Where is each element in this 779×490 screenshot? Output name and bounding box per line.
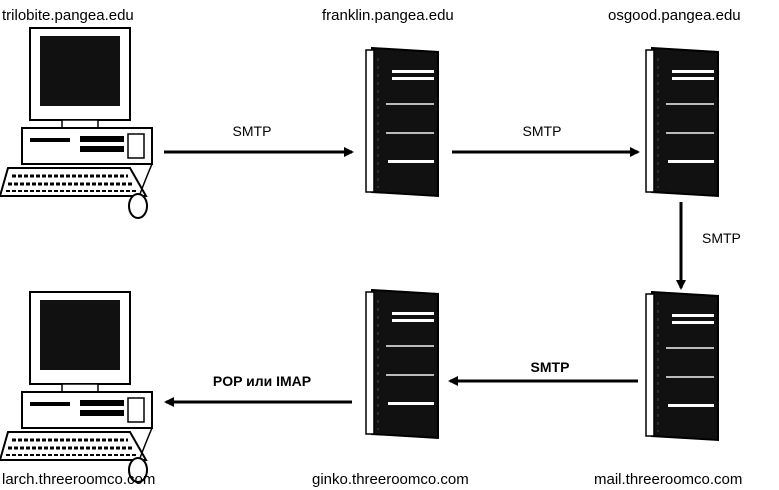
edge-ginko-to-larch: POP или IMAP — [164, 373, 352, 407]
node-trilobite: trilobite.pangea.edu — [0, 7, 154, 220]
edge-label-smtp-3: SMTP — [702, 230, 741, 246]
node-osgood: osgood.pangea.edu — [608, 7, 741, 197]
node-label-ginko: ginko.threeroomco.com — [312, 471, 469, 488]
tower-server-icon — [645, 291, 719, 441]
node-label-trilobite: trilobite.pangea.edu — [2, 7, 134, 24]
node-ginko: ginko.threeroomco.com — [312, 289, 469, 488]
node-label-larch: larch.threeroomco.com — [2, 471, 155, 488]
node-label-osgood: osgood.pangea.edu — [608, 7, 741, 24]
node-label-franklin: franklin.pangea.edu — [322, 7, 454, 24]
edge-label-smtp-4: SMTP — [531, 359, 570, 375]
node-franklin: franklin.pangea.edu — [322, 7, 454, 197]
edge-trilobite-to-franklin: SMTP — [164, 123, 354, 157]
edge-mail-to-ginko: SMTP — [448, 359, 638, 386]
tower-server-icon — [365, 289, 439, 439]
edge-label-pop-imap: POP или IMAP — [213, 373, 311, 389]
tower-server-icon — [365, 47, 439, 197]
node-larch: larch.threeroomco.com — [0, 290, 155, 488]
desktop-computer-icon — [0, 290, 154, 484]
node-label-mail: mail.threeroomco.com — [594, 471, 742, 488]
edge-label-smtp-2: SMTP — [523, 123, 562, 139]
edge-label-smtp-1: SMTP — [233, 123, 272, 139]
desktop-computer-icon — [0, 26, 154, 220]
tower-server-icon — [645, 47, 719, 197]
edge-franklin-to-osgood: SMTP — [452, 123, 640, 157]
node-mail: mail.threeroomco.com — [594, 291, 742, 488]
edge-osgood-to-mail: SMTP — [676, 202, 741, 290]
